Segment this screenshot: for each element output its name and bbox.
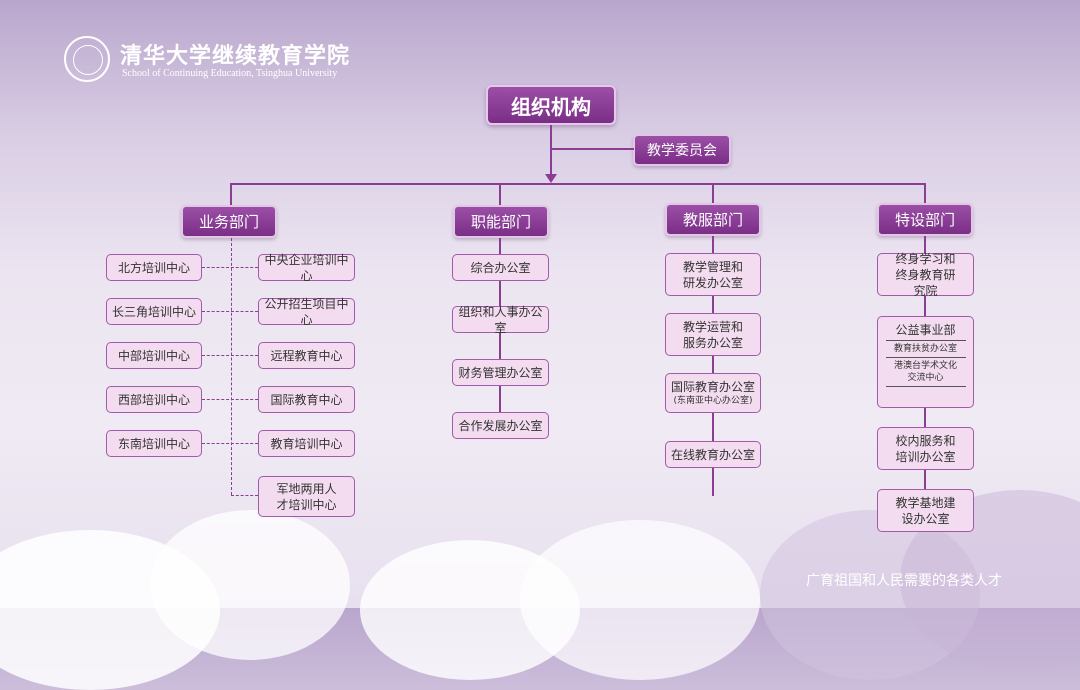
node-military-civil-talent-center: 军地两用人才培训中心 [258, 476, 355, 517]
connector [499, 183, 501, 205]
node-general-office: 综合办公室 [452, 254, 549, 281]
connector [202, 355, 258, 356]
connector [202, 443, 258, 444]
node-finance-office: 财务管理办公室 [452, 359, 549, 386]
node-sublabel: 港澳台学术文化交流中心 [893, 361, 957, 383]
node-label: 终身学习和终身教育研究院 [895, 251, 956, 298]
connector [231, 238, 232, 495]
org-chart-title: 组织机构 [486, 85, 616, 125]
node-label: 公益事业部 [895, 323, 956, 337]
committee-box: 教学委员会 [633, 134, 731, 166]
node-central-training-center: 中部培训中心 [106, 342, 202, 369]
connector [202, 311, 258, 312]
node-southeast-training-center: 东南培训中心 [106, 430, 202, 457]
node-hr-office: 组织和人事办公室 [452, 305, 549, 335]
node-label: 校内服务和培训办公室 [895, 433, 956, 464]
node-central-enterprise-training-center: 中央企业培训中心 [258, 253, 355, 283]
slogan: 广育祖国和人民需要的各类人才 [806, 573, 1002, 589]
dept-business: 业务部门 [181, 205, 277, 238]
connector [550, 148, 634, 150]
dept-special: 特设部门 [877, 203, 973, 236]
connector [712, 236, 714, 496]
node-teaching-operations-office: 教学运营和服务办公室 [665, 313, 761, 356]
connector [230, 183, 925, 185]
connector [202, 399, 258, 400]
node-teaching-management-office: 教学管理和研发办公室 [665, 253, 761, 296]
divider [885, 386, 966, 387]
divider [885, 357, 966, 358]
dept-functional: 职能部门 [453, 205, 549, 238]
arrow-down-icon [545, 174, 557, 183]
node-cooperation-office: 合作发展办公室 [452, 412, 549, 439]
node-label: 国际教育办公室 [670, 380, 755, 394]
divider [885, 340, 966, 341]
node-public-welfare-dept: 公益事业部 教育扶贫办公室 港澳台学术文化交流中心 [877, 316, 974, 408]
node-open-enrollment-center: 公开招生项目中心 [258, 297, 355, 327]
node-north-training-center: 北方培训中心 [106, 254, 202, 281]
node-label: 军地两用人才培训中心 [276, 481, 337, 512]
node-international-education-office: 国际教育办公室 (东南亚中心办公室) [665, 373, 761, 413]
node-label: 教学管理和研发办公室 [682, 259, 743, 290]
node-sublabel: (东南亚中心办公室) [673, 396, 753, 406]
node-label: 教学运营和服务办公室 [682, 319, 743, 350]
node-lifelong-learning-institute: 终身学习和终身教育研究院 [877, 251, 974, 298]
connector [712, 183, 714, 203]
institution-name: 清华大学继续教育学院 [120, 43, 351, 69]
node-yangtze-delta-training-center: 长三角培训中心 [106, 298, 202, 325]
connector [550, 125, 552, 180]
connector [230, 183, 232, 205]
connector [202, 267, 258, 268]
node-label: 教学基地建设办公室 [895, 495, 956, 526]
node-sublabel: 教育扶贫办公室 [893, 344, 957, 354]
node-campus-service-office: 校内服务和培训办公室 [877, 427, 974, 470]
node-distance-education-center: 远程教育中心 [258, 342, 355, 369]
node-international-education-center: 国际教育中心 [258, 386, 355, 413]
connector [231, 495, 258, 496]
node-teaching-base-office: 教学基地建设办公室 [877, 489, 974, 532]
dept-service: 教服部门 [665, 203, 761, 236]
connector [924, 183, 926, 203]
tsinghua-seal-logo [64, 36, 110, 82]
institution-name-english: School of Continuing Education, Tsinghua… [122, 68, 338, 79]
node-west-training-center: 西部培训中心 [106, 386, 202, 413]
node-online-education-office: 在线教育办公室 [665, 441, 761, 468]
node-education-training-center: 教育培训中心 [258, 430, 355, 457]
